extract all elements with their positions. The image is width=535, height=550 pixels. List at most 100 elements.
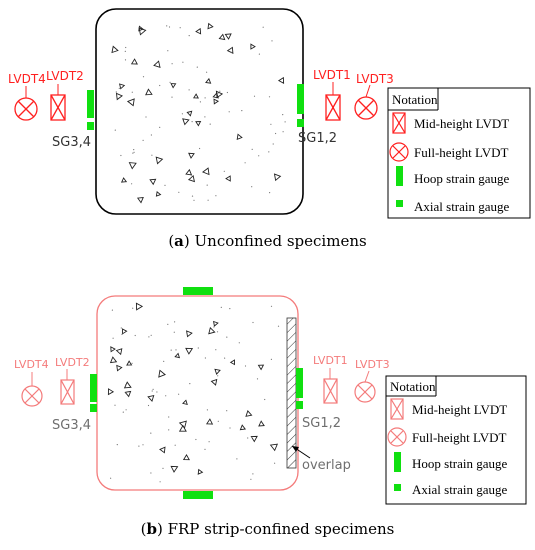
aggregate-dot: [150, 432, 152, 434]
aggregate-dot: [166, 25, 168, 27]
aggregate-dot: [173, 331, 175, 333]
aggregate-dot: [163, 360, 165, 362]
aggregate-triangle: [159, 446, 166, 454]
aggregate-triangle: [111, 45, 119, 54]
aggregate-triangle: [186, 110, 193, 117]
aggregate-triangle: [185, 168, 193, 176]
aggregate-triangle: [257, 364, 265, 371]
aggregate-dot: [182, 61, 184, 63]
aggregate-dot: [270, 358, 272, 360]
aggregate-triangle: [205, 77, 212, 84]
aggregate-dot: [264, 398, 266, 401]
legend-item-mid-height-b: Mid-height LVDT: [412, 402, 507, 417]
aggregate-dot: [252, 321, 254, 324]
legend-a: Notation Mid-height LVDT Full-height LVD…: [387, 87, 531, 219]
aggregate-triangle: [187, 174, 195, 183]
legend-title-b: Notation: [390, 379, 436, 394]
aggregate-dot: [167, 50, 169, 52]
aggregate-triangle: [122, 328, 128, 335]
aggregate-dot: [133, 151, 135, 153]
aggregate-dot: [168, 429, 170, 431]
aggregate-dot: [258, 53, 260, 55]
aggregate-dot: [134, 334, 136, 337]
aggregate-dot: [151, 390, 153, 392]
aggregate-dot: [204, 97, 206, 99]
panel-a: LVDT4 LVDT2 LVDT1 LVDT3 SG3,4 SG1,2 Nota…: [8, 8, 531, 219]
aggregate-dot: [251, 186, 253, 188]
aggregate-triangle: [182, 118, 190, 126]
aggregate-dot: [121, 333, 123, 335]
aggregate-dot: [231, 51, 233, 53]
aggregate-triangle: [149, 178, 157, 186]
aggregate-triangle: [153, 60, 161, 68]
aggregate-triangle: [214, 368, 221, 375]
aggregate-dot: [178, 393, 180, 395]
legend-item-axial-b: Axial strain gauge: [412, 482, 508, 497]
aggregate-triangle: [215, 90, 224, 99]
full-height-lvdt-right-a: [354, 84, 378, 120]
aggregate-triangle: [155, 190, 162, 197]
aggregate-dot: [238, 342, 240, 344]
legend-b: Notation Mid-height LVDT Full-height LVD…: [385, 375, 527, 505]
full-height-lvdt-left-b: [21, 372, 43, 407]
aggregate-dot: [262, 26, 264, 28]
aggregate-dot: [188, 35, 190, 37]
aggregate-triangle: [193, 93, 199, 99]
aggregate-dot: [191, 195, 194, 197]
caption-b-text: FRP strip-confined specimens: [162, 520, 395, 538]
aggregate-dot: [168, 26, 171, 28]
aggregate-dot: [150, 334, 152, 336]
overlap-zone: [286, 317, 297, 469]
aggregate-triangle: [174, 352, 181, 359]
aggregate-dot: [131, 362, 133, 364]
caption-a-letter: a: [174, 232, 184, 250]
aggregate-dot: [256, 378, 259, 380]
aggregate-triangle: [126, 98, 135, 107]
aggregate-triangle: [178, 424, 187, 432]
lvdt1-label-a: LVDT1: [313, 68, 351, 82]
aggregate-dot: [162, 467, 164, 469]
aggregate-dot: [247, 437, 249, 439]
aggregate-dot: [197, 347, 199, 349]
aggregate-dot: [241, 110, 243, 112]
aggregate-dot: [171, 63, 173, 65]
aggregate-triangle: [135, 302, 144, 311]
aggregate-dot: [174, 444, 176, 446]
aggregate-triangle: [115, 92, 123, 101]
aggregate-dot: [151, 154, 153, 156]
lvdt3-label-b: LVDT3: [355, 358, 390, 371]
aggregate-dot: [253, 95, 256, 97]
mid-height-lvdt-right-a: [325, 82, 341, 121]
caption-a: (a) Unconfined specimens: [168, 232, 367, 250]
lvdt2-label-a: LVDT2: [46, 69, 84, 83]
aggregate-dot: [204, 357, 206, 359]
aggregate-dot: [152, 388, 154, 390]
mid-height-lvdt-right-b: [323, 368, 338, 404]
aggregate-dot: [229, 308, 231, 310]
mid-height-lvdt-symbol-a: [392, 112, 406, 134]
aggregate-triangle: [229, 359, 235, 366]
aggregate-triangle: [245, 410, 253, 417]
sg12-label-a: SG1,2: [298, 131, 337, 146]
aggregate-triangle: [178, 420, 187, 429]
specimen-section-a: [95, 8, 304, 215]
aggregate-dot: [145, 116, 147, 118]
aggregate-dot: [268, 96, 271, 98]
aggregate-dot: [188, 89, 190, 91]
mid-height-lvdt-left-b: [60, 369, 75, 405]
aggregate-dot: [271, 40, 273, 42]
aggregate-dot: [228, 111, 230, 113]
aggregate-triangle: [158, 369, 166, 378]
aggregate-dot: [215, 349, 217, 351]
aggregate-dot: [133, 149, 135, 151]
aggregate-dot: [125, 46, 127, 49]
aggregate-triangle: [124, 390, 132, 398]
aggregate-triangle: [250, 435, 258, 443]
aggregate-triangle: [250, 43, 256, 50]
aggregate-dot: [118, 87, 120, 89]
full-height-lvdt-symbol-b: [387, 427, 407, 447]
hoop-strain-gauge-left-b: [90, 374, 97, 402]
aggregate-pattern-a: [111, 22, 286, 204]
legend-item-full-height-b: Full-height LVDT: [412, 430, 507, 445]
aggregate-dot: [268, 151, 270, 153]
